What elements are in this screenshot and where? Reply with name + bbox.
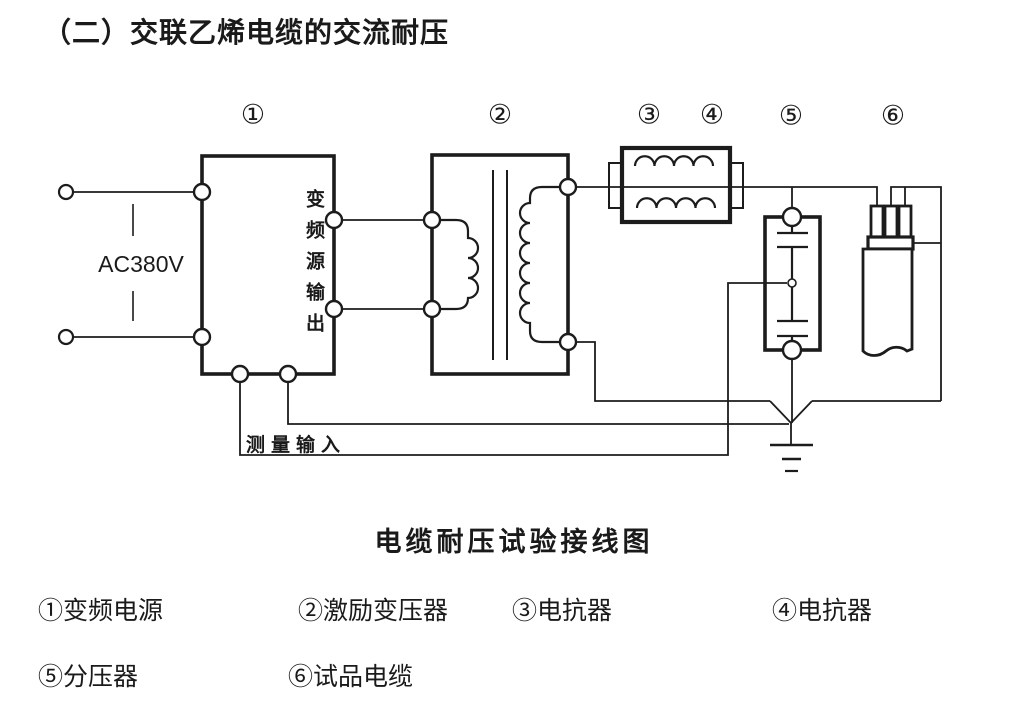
page-title: （二）交联乙烯电缆的交流耐压 [43,18,450,49]
legend-item-label: 变频电源 [63,598,164,625]
frequency-source-box [200,154,336,376]
inverter-output-label: 变频源输出 [303,189,324,344]
legend-item-number: ② [298,598,324,625]
legend-item-2: ②激励变压器 [298,591,448,627]
cable-core-1 [869,204,885,239]
cable-sheath-bar [866,235,915,251]
divider-top-node [781,206,803,228]
inverter-to-transformer-wires [334,219,432,310]
measurement-wires [239,282,789,456]
ac-input-label: AC380V [98,251,184,277]
legend-item-number: ⑥ [288,664,314,691]
cable-body [861,247,914,357]
circuit-diagram-area: ① ② ③ ④ ⑤ ⑥ AC380V 变频源输出 测量输入 [57,99,942,473]
hv-bus-wire [568,186,942,401]
ground-junction [769,400,813,445]
component-marker-6: ⑥ [880,100,906,131]
component-marker-4: ④ [699,99,725,130]
component-marker-2: ② [487,99,513,130]
ground-symbol-icon [770,443,813,473]
component-marker-5: ⑤ [778,100,804,131]
diagram-caption: 电缆耐压试验接线图 [374,527,654,557]
ac-input-terminals [57,183,202,346]
return-and-ground-wires [568,341,941,473]
excitation-transformer [430,153,570,376]
terminal-circle-bottom [57,328,75,346]
reactor-coil-top-icon [633,155,715,167]
legend-item-3: ③电抗器 [512,591,612,627]
circuit-diagram [57,145,942,473]
legend-item-6: ⑥试品电缆 [288,657,413,693]
cable-core-3 [897,204,913,239]
legend-item-label: 激励变压器 [323,598,449,625]
reactor-assembly [608,145,744,225]
secondary-winding-icon [518,185,568,344]
measurement-input-label: 测量输入 [246,435,347,456]
terminal-circle-top [57,183,75,201]
legend-item-number: ④ [772,598,798,625]
legend-item-number: ① [38,598,64,625]
legend-item-label: 电抗器 [797,598,873,625]
legend-item-number: ③ [512,598,538,625]
legend-item-label: 电抗器 [537,598,613,625]
primary-winding-icon [432,218,480,311]
divider-bottom-node [781,339,803,361]
test-cable [861,204,915,357]
legend-item-1: ①变频电源 [38,591,163,627]
legend-item-number: ⑤ [38,664,64,691]
divider-capacitor-bottom-icon [777,287,808,341]
reactor-coil-bottom-icon [635,197,717,209]
legend-item-5: ⑤分压器 [38,657,138,693]
legend-item-4: ④电抗器 [772,591,872,627]
divider-tap-node [787,278,797,288]
legend-item-label: 试品电缆 [313,664,414,691]
transformer-core-icon [492,170,508,360]
legend-item-label: 分压器 [63,664,139,691]
connection-nodes [192,177,803,384]
cable-core-2 [883,204,899,239]
component-marker-3: ③ [636,99,662,130]
component-marker-1: ① [240,99,266,130]
